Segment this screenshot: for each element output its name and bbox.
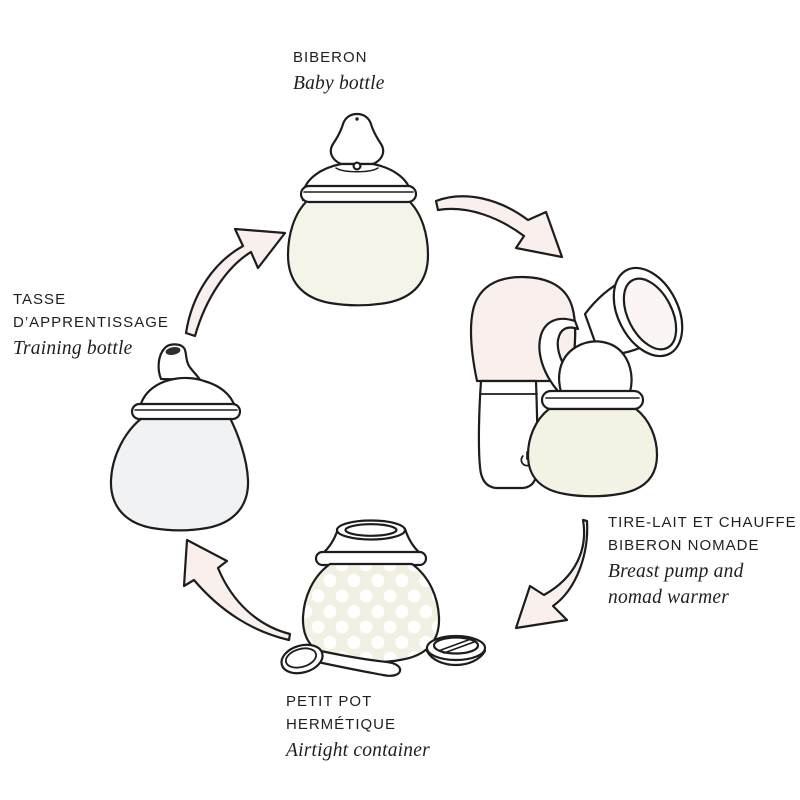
petit-pot-label-fr-line1: PETIT POT <box>286 693 373 710</box>
arrow-baby-bottle-to-breast-pump <box>434 195 564 259</box>
cup-collar <box>130 402 242 421</box>
tire-lait-label-fr-line2: BIBERON NOMADE <box>608 537 760 554</box>
bottle-nipple <box>329 112 385 166</box>
cap-detail-line <box>335 167 379 173</box>
lid-top <box>432 636 480 655</box>
training-bottle-illustration <box>109 343 250 532</box>
bottle-body <box>286 198 430 307</box>
warmer-base <box>477 379 539 490</box>
nipple-base-ring <box>352 161 362 171</box>
lid-slot-line-2 <box>443 641 475 654</box>
lid-slot-line-1 <box>440 638 472 651</box>
pump-bottle-body <box>526 407 659 498</box>
spout-hole <box>165 347 181 355</box>
tire-lait-label-fr-line1: TIRE-LAIT ET CHAUFFE <box>608 514 797 531</box>
petit-pot-label: PETIT POT HERMÉTIQUE Airtight container <box>286 690 430 764</box>
tire-lait-label-en-line2: nomad warmer <box>608 587 730 608</box>
biberon-label: BIBERON Baby bottle <box>293 46 385 97</box>
pot-body-polka-dots <box>301 562 441 664</box>
nipple-hole <box>355 117 359 121</box>
tasse-label-en: Training bottle <box>13 338 133 359</box>
pump-collar <box>540 389 645 411</box>
breast-pump-and-warmer-illustration <box>469 266 684 498</box>
arrow-training-bottle-to-baby-bottle <box>184 227 287 338</box>
tasse-apprentissage-label: TASSE D’APPRENTISSAGE Training bottle <box>13 288 169 362</box>
petit-pot-label-fr-line2: HERMÉTIQUE <box>286 716 397 733</box>
tasse-label-fr-line2: D’APPRENTISSAGE <box>13 314 169 331</box>
biberon-label-fr: BIBERON <box>293 49 368 66</box>
arrow-container-to-training-bottle <box>182 538 292 642</box>
spoon-bowl-inner <box>284 647 318 669</box>
bottle-collar <box>299 184 418 204</box>
baby-bottle-illustration <box>286 112 430 307</box>
pump-flange-inner <box>622 277 678 351</box>
lid-rim-thickness <box>425 649 487 667</box>
tire-lait-label-en-line1: Breast pump and <box>608 561 744 582</box>
arrow-breast-pump-to-container <box>514 518 589 630</box>
airtight-container-illustration <box>280 519 487 677</box>
spoon-icon <box>280 643 402 677</box>
pot-rim-inner <box>344 523 398 537</box>
cup-body <box>109 416 250 532</box>
spoon-handle <box>311 648 402 677</box>
petit-pot-label-en: Airtight container <box>286 740 430 761</box>
pump-body <box>558 340 633 394</box>
tasse-label-fr-line1: TASSE <box>13 291 67 308</box>
lid-icon <box>425 634 487 667</box>
tire-lait-label: TIRE-LAIT ET CHAUFFE BIBERON NOMADE Brea… <box>608 511 797 611</box>
biberon-label-en: Baby bottle <box>293 73 385 94</box>
